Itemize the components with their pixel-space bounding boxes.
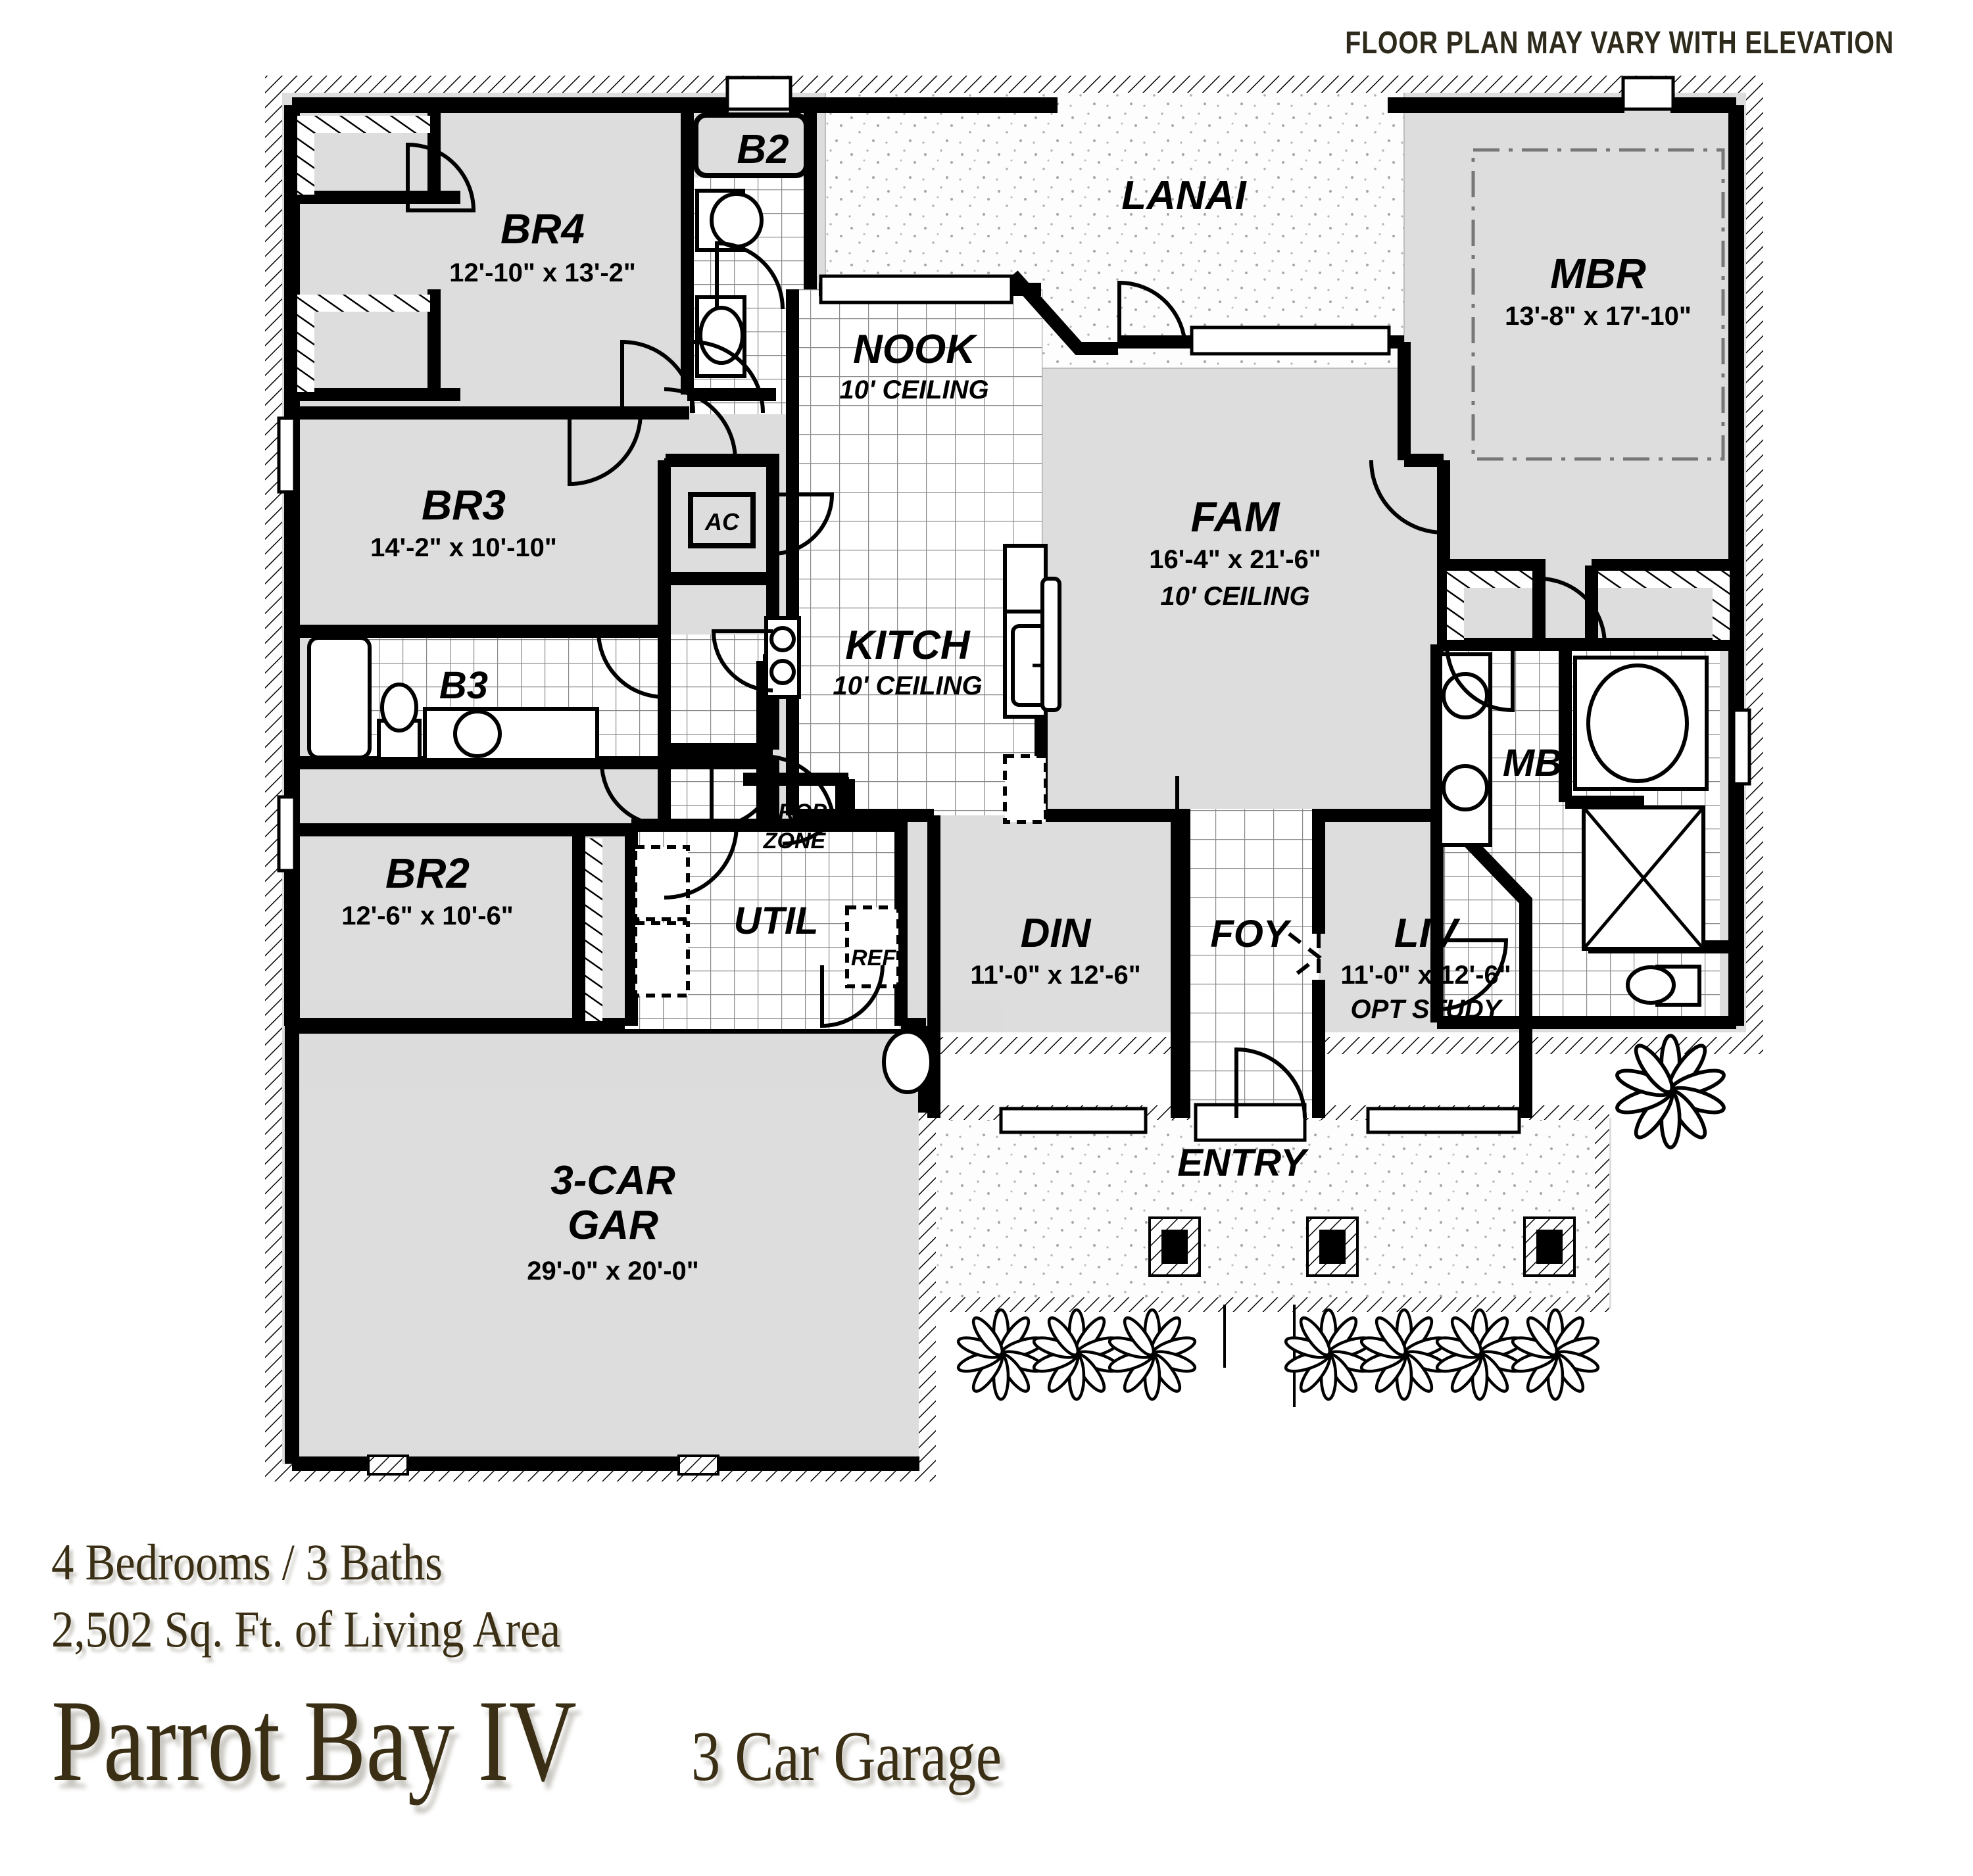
elevation-disclaimer: FLOOR PLAN MAY VARY WITH ELEVATION: [1345, 26, 1894, 60]
room-label-br4: BR4 12'-10" x 13'-2": [449, 205, 636, 287]
util-label: UTIL: [734, 900, 819, 942]
mbr-dims: 13'-8" x 17'-10": [1505, 302, 1692, 331]
room-label-br2: BR2 12'-6" x 10'-6": [341, 850, 514, 930]
kitch-ceiling: 10' CEILING: [833, 671, 982, 700]
liv-opt-study: OPT STUDY: [1351, 995, 1503, 1024]
b2-label: B2: [737, 127, 789, 172]
room-label-nook: NOOK 10' CEILING: [839, 327, 988, 404]
room-label-kitch: KITCH 10' CEILING: [833, 623, 982, 700]
fam-name: FAM: [1190, 493, 1280, 541]
lanai-label: LANAI: [1121, 173, 1247, 218]
exterior-walls: [265, 76, 1763, 1481]
room-label-din: DIN 11'-0" x 12'-6": [970, 911, 1140, 990]
drop-zone-label-line2: ZONE: [763, 829, 827, 854]
liv-dims: 11'-0" x 12'-6": [1340, 961, 1511, 990]
plan-name: Parrot Bay IV: [51, 1675, 577, 1806]
mbr-tray-ceiling: [1471, 148, 1725, 461]
room-label-liv: LIV 11'-0" x 12'-6" OPT STUDY: [1340, 911, 1511, 1024]
fam-dims: 16'-4" x 21'-6": [1149, 545, 1321, 574]
din-name: DIN: [1021, 911, 1092, 956]
bedrooms-baths-line: 4 Bedrooms / 3 Baths: [51, 1533, 443, 1591]
nook-name: NOOK: [853, 327, 978, 372]
foy-label: FOY: [1210, 913, 1292, 955]
room-label-br3: BR3 14'-2" x 10'-10": [370, 481, 557, 562]
plumbing-fixtures: [307, 189, 1709, 1094]
room-labels: BR4 12'-10" x 13'-2" BR3 14'-2" x 10'-10…: [341, 127, 1692, 1286]
closet-shelving: [297, 116, 1730, 1021]
nook-ceiling: 10' CEILING: [839, 375, 988, 404]
entry-porch-slab: [934, 1118, 1595, 1302]
garage-name-line1: 3-CAR: [550, 1158, 675, 1203]
mb-label: MB: [1503, 742, 1562, 784]
title-block: 4 Bedrooms / 3 Baths 2,502 Sq. Ft. of Li…: [51, 1532, 1432, 1799]
fam-ceiling: 10' CEILING: [1160, 582, 1309, 611]
br4-dims: 12'-10" x 13'-2": [449, 258, 636, 287]
room-label-fam: FAM 16'-4" x 21'-6" 10' CEILING: [1149, 493, 1321, 611]
br4-name: BR4: [500, 205, 585, 253]
entry-columns: [1148, 1216, 1576, 1407]
din-dims: 11'-0" x 12'-6": [970, 961, 1140, 990]
kitch-name: KITCH: [845, 623, 971, 668]
garage-door: [367, 1455, 719, 1476]
door-swings: [406, 142, 1607, 1118]
ac-label: AC: [704, 508, 740, 535]
room-label-mbr: MBR 13'-8" x 17'-10": [1505, 250, 1692, 331]
br2-name: BR2: [385, 850, 470, 897]
ref-label: REF: [851, 946, 896, 971]
liv-name: LIV: [1394, 911, 1461, 956]
drop-zone-label-line1: DROP: [762, 800, 827, 825]
mbr-name: MBR: [1550, 250, 1646, 297]
room-label-garage: 3-CAR GAR 29'-0" x 20'-0": [527, 1158, 699, 1286]
br3-name: BR3: [422, 481, 506, 529]
br2-dims: 12'-6" x 10'-6": [341, 902, 514, 930]
garage-name-line2: GAR: [568, 1203, 658, 1248]
windows: [277, 76, 1751, 1142]
garage-note: 3 Car Garage: [691, 1718, 1002, 1796]
living-area-line: 2,502 Sq. Ft. of Living Area: [51, 1600, 561, 1658]
garage-dims: 29'-0" x 20'-0": [527, 1257, 699, 1286]
b3-label: B3: [439, 664, 488, 707]
br3-dims: 14'-2" x 10'-10": [370, 533, 557, 562]
entry-label: ENTRY: [1177, 1142, 1309, 1184]
